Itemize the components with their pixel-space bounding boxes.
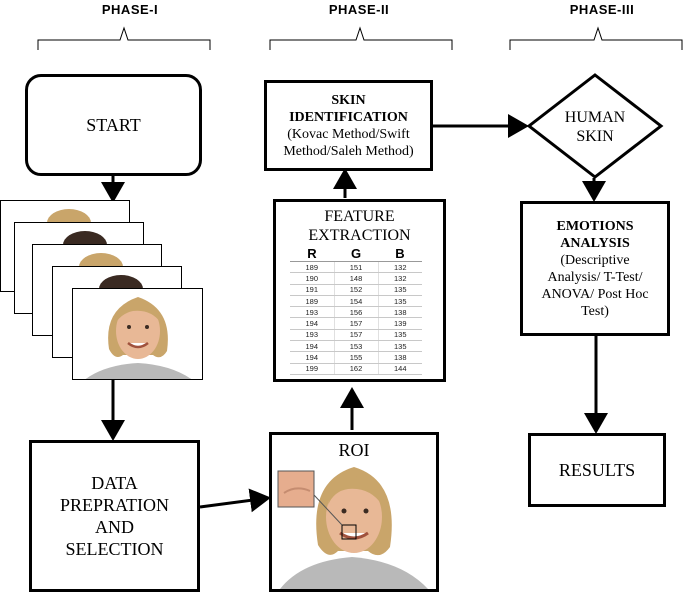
skin-subtitle-2: Method/Saleh Method) xyxy=(283,143,414,159)
cell: 148 xyxy=(333,272,378,285)
phase-2-label: PHASE-II xyxy=(328,2,390,17)
skin-identification-node: SKIN IDENTIFICATION (Kovac Method/Swift … xyxy=(264,80,433,171)
cell: 135 xyxy=(377,340,422,353)
face-illustration xyxy=(85,297,192,379)
cell: 162 xyxy=(333,363,378,375)
emotions-subtitle-3: ANOVA/ Post Hoc xyxy=(541,286,649,302)
skin-title-1: SKIN xyxy=(331,92,366,108)
cell: 194 xyxy=(290,351,334,364)
cell: 132 xyxy=(377,261,422,274)
cell: 194 xyxy=(290,340,334,353)
phase-3-label: PHASE-III xyxy=(569,2,635,17)
emotions-subtitle-4: Test) xyxy=(581,303,609,319)
human-skin-line-1: HUMAN xyxy=(564,109,626,126)
cell: 157 xyxy=(333,317,378,330)
emotions-analysis-node: EMOTIONS ANALYSIS (Descriptive Analysis/… xyxy=(520,201,670,336)
data-preparation-node: DATA PREPRATION AND SELECTION xyxy=(29,440,200,592)
cell: 194 xyxy=(290,317,334,330)
bracket-phase-1 xyxy=(37,26,211,50)
cell: 189 xyxy=(290,295,334,308)
phase-brackets xyxy=(37,26,683,50)
prep-line-1: DATA xyxy=(91,473,138,493)
cell: 155 xyxy=(333,351,378,364)
emotions-subtitle-2: Analysis/ T-Test/ xyxy=(547,269,643,285)
roi-node: ROI xyxy=(269,432,439,592)
cell: 139 xyxy=(377,317,422,330)
rgb-header-r: R xyxy=(290,246,334,262)
bracket-phase-2 xyxy=(269,26,453,50)
cell: 156 xyxy=(333,306,378,319)
cell: 193 xyxy=(290,329,334,342)
skin-title-2: IDENTIFICATION xyxy=(289,109,408,125)
bracket-phase-3 xyxy=(509,26,683,50)
start-label: START xyxy=(86,115,141,135)
results-node: RESULTS xyxy=(528,433,666,507)
arrow-prep-to-roi xyxy=(199,488,271,513)
emotions-title-2: ANALYSIS xyxy=(560,235,630,251)
roi-face-illustration xyxy=(277,467,428,589)
cell: 154 xyxy=(333,295,378,308)
cell: 199 xyxy=(290,363,334,375)
feature-line-2: EXTRACTION xyxy=(308,227,411,244)
human-skin-diamond xyxy=(526,73,664,179)
rgb-header-g: G xyxy=(334,246,378,262)
cell: 138 xyxy=(377,351,422,364)
human-skin-label: HUMAN SKIN xyxy=(526,108,664,146)
cell: 190 xyxy=(290,272,334,285)
emotions-subtitle-1: (Descriptive xyxy=(560,252,630,268)
emotions-title-1: EMOTIONS xyxy=(556,218,634,234)
cell: 144 xyxy=(377,363,422,375)
prep-line-2: PREPRATION xyxy=(59,495,170,515)
cell: 193 xyxy=(290,306,334,319)
start-node: START xyxy=(25,74,202,176)
rgb-header-b: B xyxy=(378,246,422,262)
cell: 189 xyxy=(290,261,334,274)
cell: 132 xyxy=(377,272,422,285)
roi-label: ROI xyxy=(338,440,370,460)
prep-line-3: AND xyxy=(95,517,134,537)
skin-subtitle-1: (Kovac Method/Swift xyxy=(287,126,410,142)
cell: 191 xyxy=(290,284,334,296)
cell: 135 xyxy=(377,284,422,296)
cell: 157 xyxy=(333,329,378,342)
cell: 151 xyxy=(333,261,378,274)
prep-line-4: SELECTION xyxy=(65,539,164,559)
cell: 153 xyxy=(333,340,378,353)
cell: 138 xyxy=(377,306,422,319)
cell: 152 xyxy=(333,284,378,296)
stack-image-face xyxy=(72,288,203,380)
results-label: RESULTS xyxy=(558,460,636,480)
phase-1-label: PHASE-I xyxy=(101,2,159,17)
feature-line-1: FEATURE xyxy=(324,208,395,225)
cell: 135 xyxy=(377,329,422,342)
human-skin-line-2: SKIN xyxy=(576,128,614,145)
cell: 135 xyxy=(377,295,422,308)
